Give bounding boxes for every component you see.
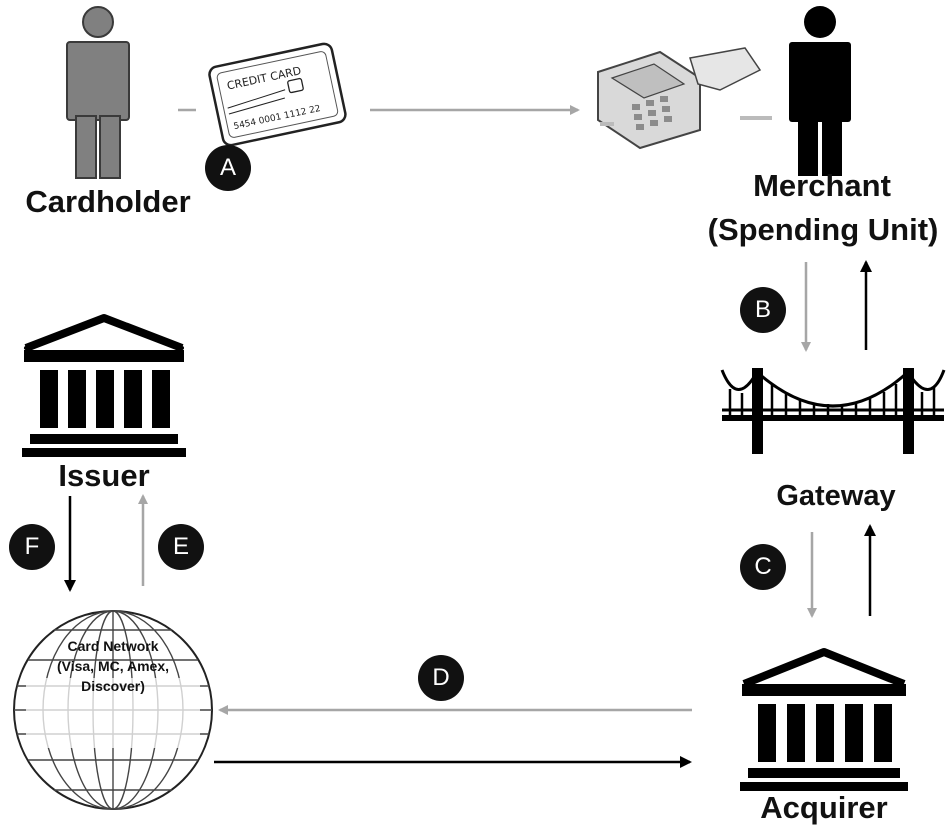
cardholder-label: Cardholder xyxy=(25,184,191,219)
step-badge-f: F xyxy=(9,524,55,570)
card-network-line2: (Visa, MC, Amex, xyxy=(56,658,170,674)
credit-card-icon: CREDIT CARD 5454 0001 1112 22 xyxy=(208,42,347,147)
step-badge-e: E xyxy=(158,524,204,570)
globe-label-backdrop xyxy=(26,678,200,748)
merchant-sublabel: (Spending Unit) xyxy=(707,212,939,247)
step-badge-d: D xyxy=(418,655,464,701)
card-network-label: Card Network (Visa, MC, Amex, Discover) xyxy=(14,636,212,696)
step-badge-a: A xyxy=(205,145,251,191)
gateway-label: Gateway xyxy=(776,480,896,512)
step-badge-c: C xyxy=(740,544,786,590)
acquirer-label: Acquirer xyxy=(760,790,888,825)
merchant-label: Merchant xyxy=(753,168,891,203)
merchant-person-icon xyxy=(789,6,851,176)
issuer-label: Issuer xyxy=(58,458,150,493)
acquirer-bank-icon xyxy=(740,648,908,791)
card-network-line3: Discover) xyxy=(81,678,145,694)
bridge-icon xyxy=(720,368,946,454)
card-brand-text: CREDIT CARD xyxy=(226,64,303,92)
step-badge-b: B xyxy=(740,287,786,333)
card-network-line1: Card Network xyxy=(67,638,159,654)
pos-terminal-icon xyxy=(597,47,772,150)
issuer-bank-icon xyxy=(22,314,186,457)
cardholder-person-icon xyxy=(66,6,130,179)
